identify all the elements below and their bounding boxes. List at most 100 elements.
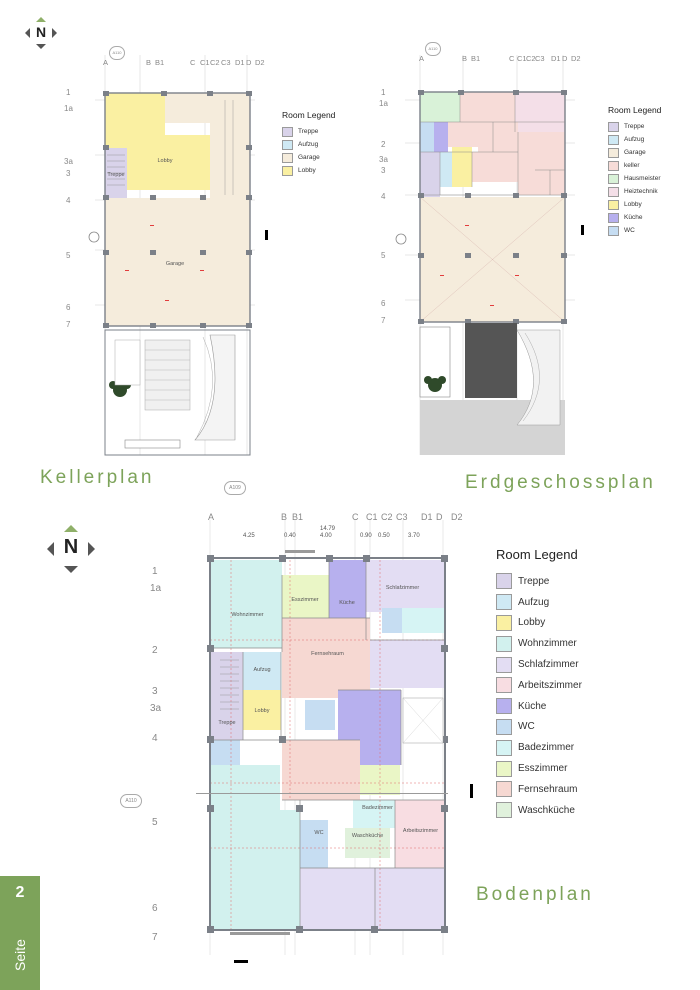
legend-swatch: [496, 760, 512, 777]
legend-swatch: [608, 160, 619, 171]
erdgeschossplan-title: Erdgeschossplan: [465, 472, 656, 493]
room-label: Aufzug: [253, 667, 271, 673]
legend-item: keller: [608, 159, 661, 172]
legend-heading: Room Legend: [496, 547, 578, 562]
axis-label: A: [103, 58, 109, 67]
axis-label: 4: [381, 192, 386, 201]
legend-label: Aufzug: [624, 136, 645, 143]
axis-label: 7: [152, 932, 158, 943]
axis-label: 1: [66, 88, 71, 97]
section-mark: [265, 230, 268, 240]
legend-swatch: [496, 781, 512, 798]
legend-label: Arbeitszimmer: [518, 679, 582, 691]
axis-label: 2: [381, 140, 386, 149]
axis-label: 3a: [379, 155, 388, 164]
legend-label: Küche: [624, 214, 643, 221]
legend-swatch: [282, 165, 293, 176]
legend-label: Lobby: [298, 167, 316, 174]
room-label: Küche: [339, 600, 355, 606]
bodenplan-title: Bodenplan: [476, 884, 594, 905]
legend-item: Badezimmer: [496, 737, 582, 758]
legend-label: Treppe: [518, 575, 550, 587]
legend-heading: Room Legend: [608, 105, 662, 115]
legend-swatch: [282, 152, 293, 163]
axis-label: D: [562, 54, 568, 63]
legend-label: keller: [624, 162, 640, 169]
room-label: Waschküche: [351, 833, 384, 839]
legend-label: Garage: [624, 149, 646, 156]
axis-label: D2: [451, 512, 463, 522]
legend-swatch: [608, 199, 619, 210]
axis-label: B1: [471, 54, 481, 63]
legend-item: Schlafzimmer: [496, 654, 582, 675]
axis-label: C: [509, 54, 515, 63]
axis-label: D2: [255, 58, 265, 67]
legend-swatch: [496, 656, 512, 673]
kellerplan-title: Kellerplan: [40, 467, 155, 488]
axis-label: D2: [571, 54, 581, 63]
axis-label: 3: [381, 166, 386, 175]
legend-item: Küche: [608, 211, 661, 224]
section-bubble: A110: [120, 794, 142, 808]
legend-item: Arbeitszimmer: [496, 675, 582, 696]
room-label: Schlafzimmer: [385, 585, 420, 591]
legend-swatch: [496, 635, 512, 652]
axis-label: 4: [152, 733, 158, 744]
legend-swatch: [608, 173, 619, 184]
page-word: Seite: [12, 939, 28, 971]
room-label: Arbeitszimmer: [402, 828, 439, 834]
axis-label: C2: [526, 54, 536, 63]
legend-label: Garage: [298, 154, 320, 161]
axis-label: C3: [535, 54, 545, 63]
axis-label: C2: [210, 58, 220, 67]
legend-label: Waschküche: [518, 804, 575, 816]
axis-label: 7: [66, 320, 71, 329]
axis-label: 1a: [150, 583, 162, 594]
legend-label: WC: [518, 721, 535, 733]
legend-swatch: [608, 186, 619, 197]
axis-label: C3: [396, 512, 408, 522]
legend-item: Garage: [608, 146, 661, 159]
axis-label: 5: [66, 251, 71, 260]
legend-label: Küche: [518, 700, 547, 712]
legend-swatch: [608, 225, 619, 236]
compass-letter: N: [35, 24, 47, 40]
legend-item: Treppe: [608, 120, 661, 133]
legend-swatch: [608, 212, 619, 223]
axis-label: 3a: [64, 157, 73, 166]
axis-label: D1: [551, 54, 561, 63]
legend-item: Küche: [496, 696, 582, 717]
axis-label: C1: [200, 58, 210, 67]
room-label: Lobby: [157, 158, 173, 164]
legend-heading: Room Legend: [282, 110, 336, 120]
axis-label: B1: [155, 58, 165, 67]
axis-label: C1: [517, 54, 527, 63]
dimension-label: 4.25: [243, 533, 255, 539]
axis-label: 5: [381, 251, 386, 260]
axis-label: D: [246, 58, 252, 67]
room-label: Esszimmer: [291, 597, 319, 603]
room-label: WC: [314, 830, 324, 836]
legend-item: WC: [496, 717, 582, 738]
legend-item: Wohnzimmer: [496, 633, 582, 654]
legend-swatch: [608, 147, 619, 158]
legend-item: Lobby: [282, 164, 335, 177]
room-label: Garage: [165, 261, 185, 267]
axis-label: C2: [381, 512, 393, 522]
legend-swatch: [608, 134, 619, 145]
legend-swatch: [496, 614, 512, 631]
section-bubble: A110: [109, 46, 125, 60]
legend-swatch: [496, 718, 512, 735]
legend-label: Lobby: [624, 201, 642, 208]
legend-swatch: [282, 126, 293, 137]
axis-label: 4: [66, 196, 71, 205]
page-number: 2: [15, 884, 25, 901]
room-label: Lobby: [254, 708, 270, 714]
axis-label: 3a: [150, 703, 162, 714]
axis-label: 6: [152, 903, 158, 914]
legend-swatch: [496, 573, 512, 590]
axis-label: B1: [292, 512, 304, 522]
legend-item: Lobby: [608, 198, 661, 211]
compass-letter: N: [63, 536, 79, 558]
axis-label: 3: [66, 169, 71, 178]
